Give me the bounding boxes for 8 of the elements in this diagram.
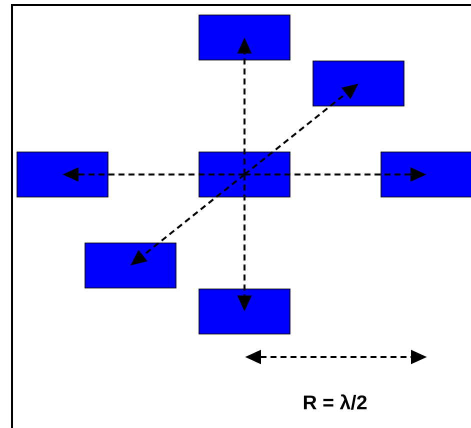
block [84, 242, 176, 288]
block [198, 14, 290, 60]
block [198, 152, 290, 198]
block [198, 288, 290, 334]
block [16, 152, 108, 198]
block [312, 60, 404, 106]
dimension-label: R = λ/2 [304, 394, 367, 410]
block [380, 152, 471, 198]
